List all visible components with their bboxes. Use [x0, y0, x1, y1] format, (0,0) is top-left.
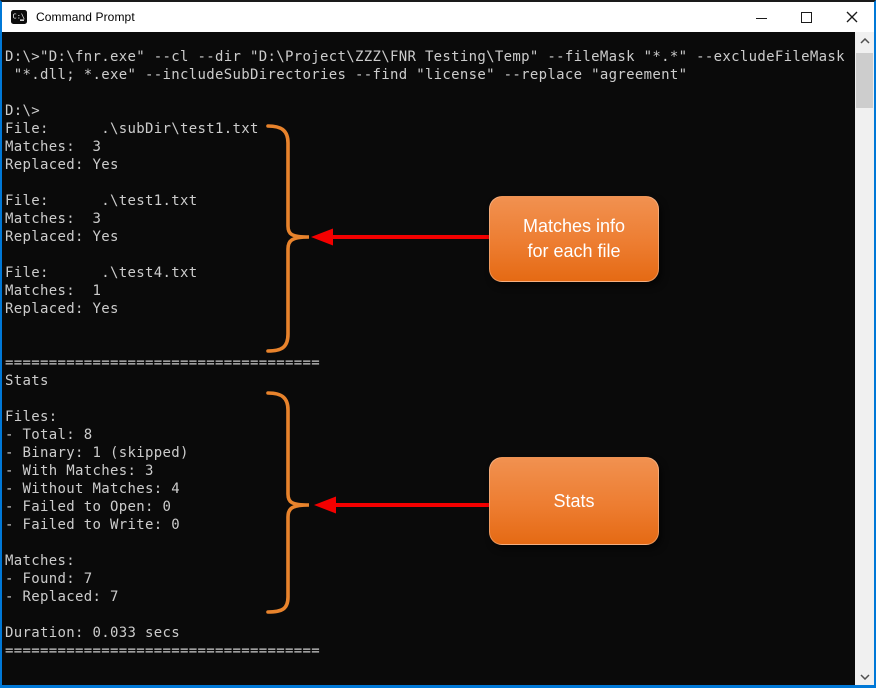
- console-text: D:\>"D:\fnr.exe" --cl --dir "D:\Project\…: [5, 49, 845, 659]
- minimize-icon: [756, 17, 767, 19]
- scrollbar-thumb[interactable]: [856, 53, 873, 108]
- scroll-down-button[interactable]: [855, 668, 874, 685]
- callout-matches-info-line1: Matches info: [522, 216, 626, 236]
- maximize-button[interactable]: [784, 2, 829, 32]
- caption-buttons: [739, 2, 874, 32]
- maximize-icon: [801, 11, 812, 23]
- window-title: Command Prompt: [36, 10, 135, 24]
- vertical-scrollbar[interactable]: [855, 32, 874, 685]
- callout-stats-line1: Stats: [553, 490, 595, 511]
- close-icon: [846, 11, 857, 23]
- chevron-up-icon: [859, 37, 870, 44]
- console-output-area: D:\>"D:\fnr.exe" --cl --dir "D:\Project\…: [2, 32, 855, 685]
- scroll-up-button[interactable]: [855, 32, 874, 49]
- callout-matches-info: Matches info for each file: [489, 196, 659, 282]
- svg-text:C:\: C:\: [13, 13, 26, 21]
- cmd-icon: C:\: [11, 10, 27, 24]
- minimize-button[interactable]: [739, 2, 784, 32]
- titlebar: C:\ Command Prompt: [2, 2, 874, 32]
- callout-stats: Stats: [489, 457, 659, 545]
- close-button[interactable]: [829, 2, 874, 32]
- callout-matches-info-line2: for each file: [527, 241, 621, 261]
- chevron-down-icon: [859, 673, 870, 680]
